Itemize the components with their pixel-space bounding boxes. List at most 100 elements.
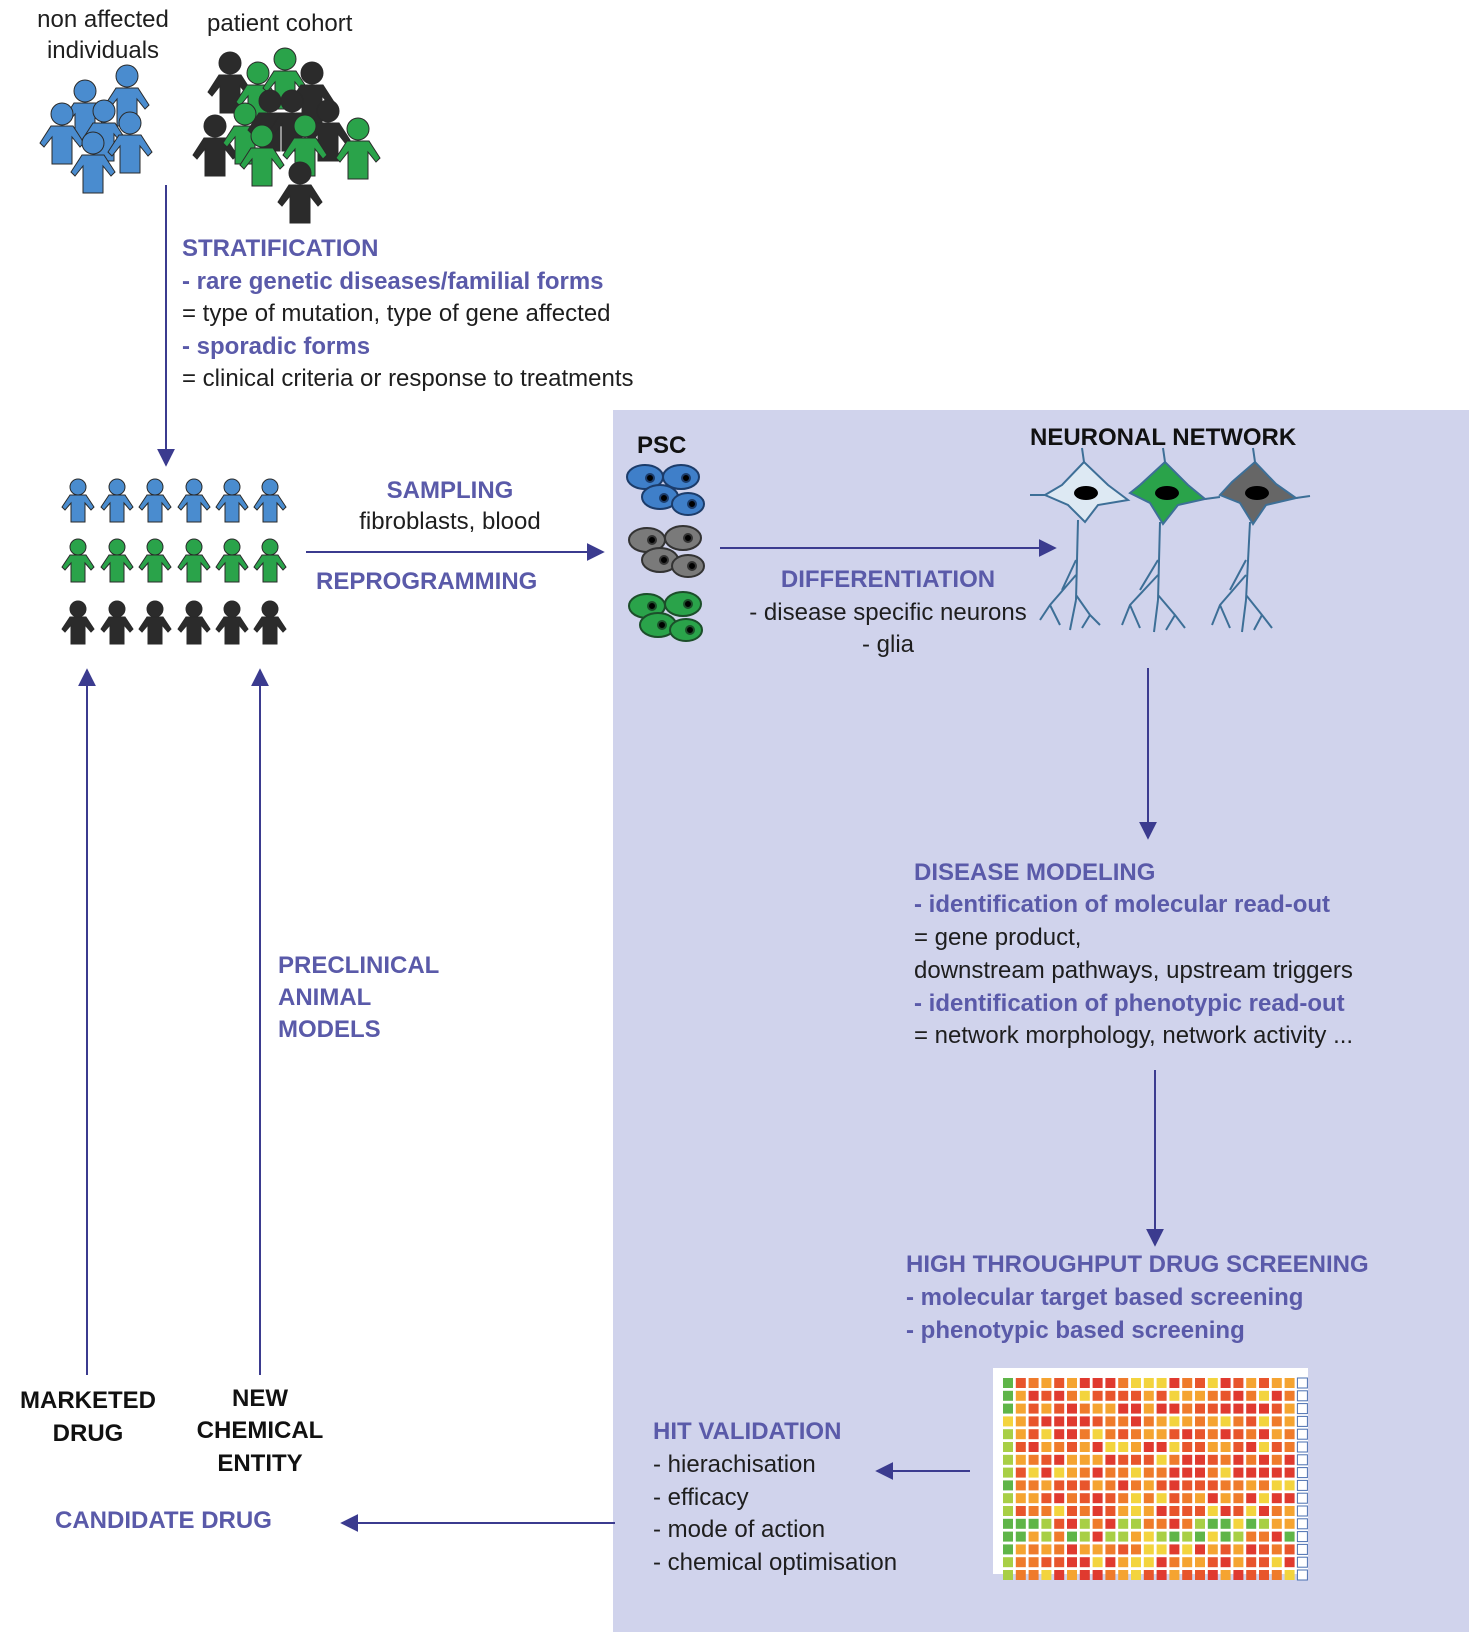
plate-well — [1271, 1493, 1282, 1504]
plate-well — [1054, 1518, 1065, 1529]
plate-well — [1296, 1543, 1308, 1555]
plate-well — [1079, 1518, 1090, 1529]
plate-well — [1092, 1454, 1103, 1465]
plate-well — [1092, 1493, 1103, 1504]
plate-well — [1015, 1378, 1026, 1388]
plate-well — [1207, 1480, 1218, 1491]
plate-well — [1092, 1416, 1103, 1427]
plate-well — [1169, 1467, 1180, 1478]
plate-well — [1169, 1518, 1180, 1529]
plate-well — [1284, 1378, 1295, 1388]
screening-plate — [993, 1368, 1308, 1581]
plate-well — [1182, 1454, 1193, 1465]
plate-well — [1143, 1467, 1154, 1478]
non-affected-label: non affected individuals — [18, 4, 188, 66]
neuron-green — [1121, 447, 1221, 633]
plate-well — [1118, 1416, 1129, 1427]
plate-well — [1003, 1378, 1013, 1388]
plate-well — [1233, 1531, 1244, 1542]
plate-well — [1207, 1454, 1218, 1465]
plate-well — [1054, 1442, 1065, 1452]
plate-well — [1003, 1493, 1013, 1504]
non-affected-line: non affected individuals — [37, 6, 169, 64]
stratified-black-row — [61, 600, 287, 645]
plate-well — [1207, 1557, 1218, 1568]
plate-well — [1041, 1416, 1052, 1427]
plate-well — [1195, 1506, 1205, 1516]
plate-well — [1092, 1378, 1103, 1388]
plate-well — [1195, 1403, 1205, 1414]
plate-well — [1015, 1454, 1026, 1465]
plate-well — [1156, 1454, 1167, 1465]
plate-well — [1131, 1531, 1141, 1542]
disease-modeling-molecular-desc1: = gene product, — [914, 924, 1082, 951]
plate-well — [1041, 1429, 1052, 1440]
plate-well — [1156, 1442, 1167, 1452]
plate-well — [1182, 1378, 1193, 1388]
plate-well — [1105, 1544, 1116, 1555]
plate-well — [1054, 1390, 1065, 1401]
plate-well — [1105, 1493, 1116, 1504]
nce-line1: NEW — [232, 1385, 288, 1412]
plate-well — [1259, 1531, 1269, 1542]
plate-well — [1028, 1467, 1039, 1478]
plate-well — [1296, 1390, 1308, 1402]
neuron-green-nucleus — [1155, 486, 1179, 500]
hit-validation-title: HIT VALIDATION — [653, 1418, 842, 1445]
plate-well — [1195, 1557, 1205, 1568]
plate-well — [1296, 1505, 1308, 1517]
plate-well — [1259, 1518, 1269, 1529]
plate-well — [1131, 1480, 1141, 1491]
plate-well — [1067, 1454, 1077, 1465]
plate-well — [1067, 1518, 1077, 1529]
plate-well — [1246, 1570, 1257, 1580]
plate-well — [1003, 1531, 1013, 1542]
plate-well — [1156, 1506, 1167, 1516]
plate-well — [1079, 1480, 1090, 1491]
plate-well — [1296, 1428, 1308, 1440]
plate-well — [1028, 1416, 1039, 1427]
plate-well — [1220, 1390, 1231, 1401]
plate-well — [1067, 1416, 1077, 1427]
plate-well — [1195, 1454, 1205, 1465]
plate-well — [1271, 1518, 1282, 1529]
plate-well — [1054, 1570, 1065, 1580]
flow-arrows — [78, 185, 1164, 1532]
differentiation-title: DIFFERENTIATION — [780, 566, 996, 593]
psc-label: PSC — [637, 432, 687, 459]
plate-well — [1296, 1518, 1308, 1530]
plate-well — [1118, 1480, 1129, 1491]
plate-well — [1131, 1442, 1141, 1452]
plate-well — [1067, 1493, 1077, 1504]
plate-well — [1220, 1416, 1231, 1427]
plate-well — [1284, 1403, 1295, 1414]
plate-well — [1156, 1403, 1167, 1414]
hts-title: HIGH THROUGHPUT DRUG SCREENING — [906, 1251, 1369, 1278]
differentiation-item2: - glia — [861, 631, 915, 658]
plate-well — [1233, 1480, 1244, 1491]
plate-well — [1003, 1416, 1013, 1427]
plate-well — [1233, 1557, 1244, 1568]
plate-well — [1092, 1557, 1103, 1568]
plate-well — [1284, 1557, 1295, 1568]
plate-well — [1169, 1506, 1180, 1516]
plate-well — [1079, 1403, 1090, 1414]
plate-well — [1169, 1378, 1180, 1388]
plate-well — [1169, 1544, 1180, 1555]
plate-well — [1041, 1531, 1052, 1542]
plate-well — [1028, 1493, 1039, 1504]
plate-well — [1259, 1378, 1269, 1388]
plate-well — [1271, 1531, 1282, 1542]
plate-well — [1169, 1570, 1180, 1580]
plate-well — [1092, 1403, 1103, 1414]
plate-well — [1015, 1429, 1026, 1440]
plate-well — [1067, 1557, 1077, 1568]
plate-well — [1169, 1557, 1180, 1568]
plate-well — [1054, 1454, 1065, 1465]
plate-well — [1028, 1480, 1039, 1491]
hit-validation-item: - chemical optimisation — [653, 1549, 898, 1576]
plate-well — [1284, 1429, 1295, 1440]
plate-well — [1131, 1416, 1141, 1427]
plate-well — [1182, 1480, 1193, 1491]
plate-well — [1028, 1390, 1039, 1401]
